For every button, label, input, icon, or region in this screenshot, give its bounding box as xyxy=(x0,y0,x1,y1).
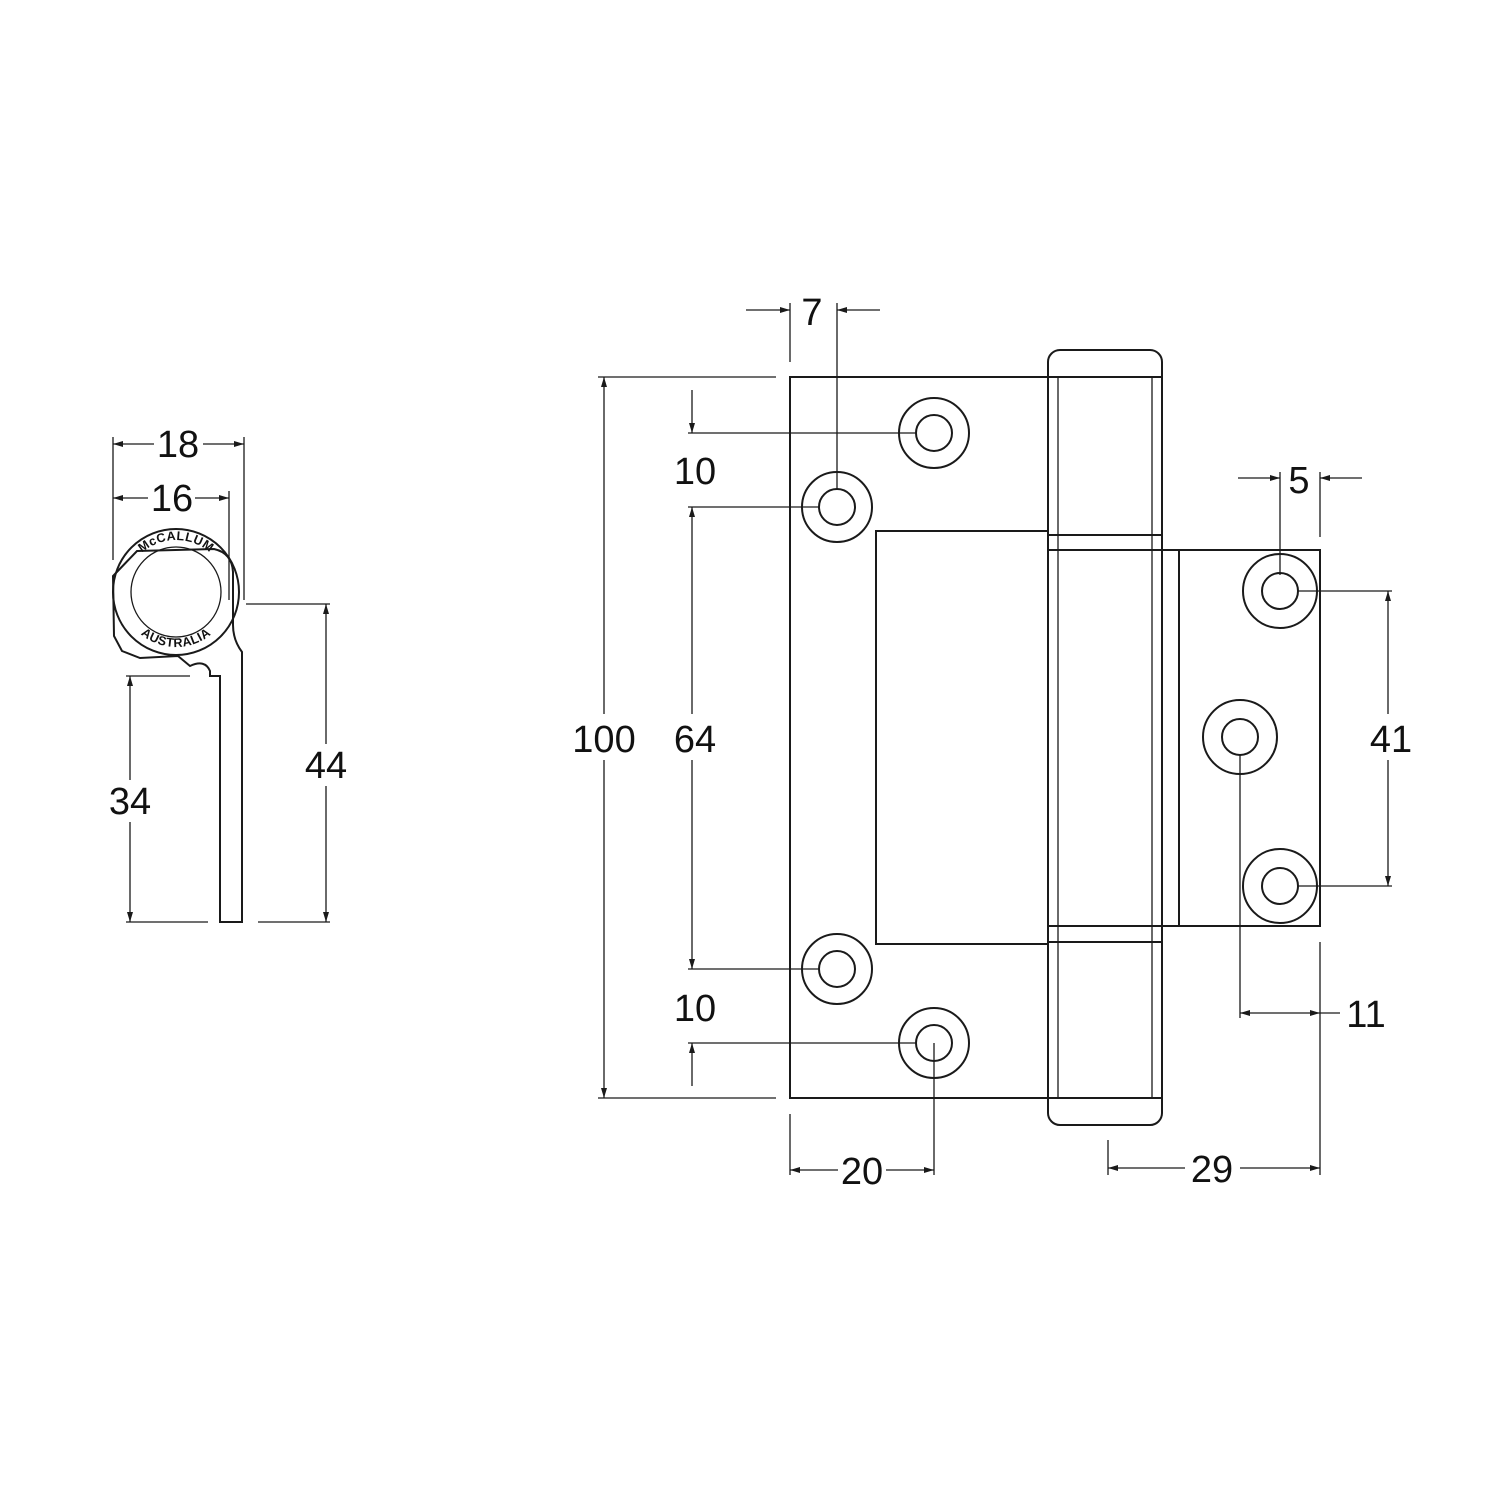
dim-hole-spacing-right: 41 xyxy=(1370,719,1412,761)
right-leaf xyxy=(1161,549,1321,927)
dim-hole-centre-left: 20 xyxy=(841,1151,883,1193)
knuckle-barrel xyxy=(1047,349,1163,1126)
dim-right-leaf-width: 29 xyxy=(1191,1149,1233,1191)
dim-hole-offset-bottom: 10 xyxy=(674,988,716,1030)
knuckle-joint-lower xyxy=(1047,925,1163,943)
dim-overall-height: 100 xyxy=(572,719,635,761)
left-leaf xyxy=(789,376,1049,1099)
dim-hole-offset-top: 10 xyxy=(674,451,716,493)
side-view-dimensions: 18 16 44 34 xyxy=(109,424,347,923)
dim-side-width-inner: 16 xyxy=(151,478,193,520)
dim-hole-centre-right: 11 xyxy=(1346,994,1385,1036)
dim-side-width-outer: 18 xyxy=(157,424,199,466)
hinge-side-view: McCALLUM AUSTRALIA xyxy=(111,528,243,923)
dim-hole-offset-right: 5 xyxy=(1288,460,1309,502)
dim-side-height-leaf: 34 xyxy=(109,781,151,823)
dim-hole-inset-left: 7 xyxy=(801,292,822,334)
logo-text-top: McCALLUM xyxy=(135,529,216,555)
leaf-recess xyxy=(875,530,1049,945)
knuckle-joint-upper xyxy=(1047,534,1163,551)
hinge-knuckle xyxy=(1047,349,1163,1126)
logo-ring xyxy=(130,546,222,638)
dim-side-height-overall: 44 xyxy=(305,745,347,787)
front-view-dimensions: 100 64 10 10 7 20 5 xyxy=(572,292,1412,1193)
left-leaf-screw-holes xyxy=(801,397,970,1079)
dim-hole-spacing-left: 64 xyxy=(674,719,716,761)
logo-text-bottom: AUSTRALIA xyxy=(139,625,213,650)
right-leaf-screw-holes xyxy=(1202,553,1318,924)
knuckle-end-cap xyxy=(112,528,240,656)
